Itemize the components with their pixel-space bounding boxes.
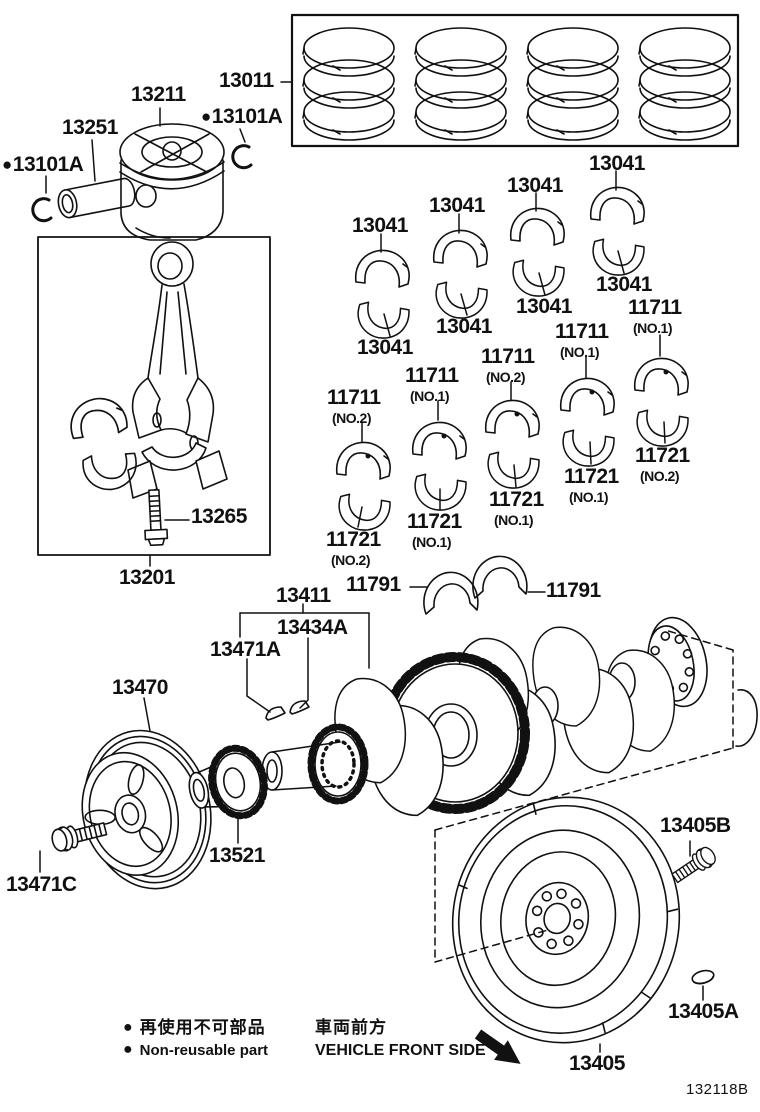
crankshaft-key-1 xyxy=(265,706,286,721)
part-label-13101A-left: ●13101A xyxy=(2,153,84,176)
piston-assembly xyxy=(119,123,225,241)
connecting-rod-box xyxy=(37,236,271,556)
crank-pulley xyxy=(81,729,212,890)
legend-non-reusable-en: ● Non-reusable part xyxy=(123,1041,269,1059)
rod-bolt xyxy=(144,488,169,547)
part-label-11721-no2-1: 11721(NO.2) xyxy=(326,528,381,568)
non-reusable-dot-icon: ● xyxy=(123,1018,133,1036)
non-reusable-dot-icon: ● xyxy=(2,155,12,174)
dashed-projection-lines xyxy=(434,629,734,963)
drawing-code: 132118B xyxy=(686,1081,749,1098)
part-label-13405A: 13405A xyxy=(668,1000,739,1023)
legend-vehicle-front-en: VEHICLE FRONT SIDE xyxy=(315,1042,486,1059)
part-label-13041-2: 13041 xyxy=(429,194,485,217)
part-label-11711-no1-1: 11711(NO.1) xyxy=(405,364,459,404)
part-label-11711-no1-3: 11711(NO.1) xyxy=(628,296,682,336)
non-reusable-dot-icon: ● xyxy=(123,1041,133,1058)
leader-lines xyxy=(39,81,704,1053)
part-label-13265: 13265 xyxy=(191,505,247,528)
part-label-11791-right: 11791 xyxy=(546,579,601,602)
part-label-13041-4: 13041 xyxy=(589,152,645,175)
part-label-13411: 13411 xyxy=(276,584,331,607)
crankshaft xyxy=(261,616,758,825)
snap-ring-left xyxy=(31,197,53,223)
part-label-13521: 13521 xyxy=(209,844,265,867)
flywheel-plug xyxy=(691,969,715,985)
main-bearings-upper xyxy=(356,187,645,339)
part-label-13434A: 13434A xyxy=(277,616,348,639)
part-label-11711-no2-2: 11711(NO.2) xyxy=(481,345,535,385)
piston-pin xyxy=(57,177,136,219)
legend-non-reusable-ja: ● 再使用不可部品 xyxy=(123,1018,266,1037)
part-label-13041-3: 13041 xyxy=(507,174,563,197)
non-reusable-dot-icon: ● xyxy=(201,107,211,126)
part-label-11721-no1-2: 11721(NO.1) xyxy=(489,488,544,528)
part-label-11721-no2-2: 11721(NO.2) xyxy=(635,444,690,484)
part-label-13405: 13405 xyxy=(569,1052,625,1075)
part-label-13041-1: 13041 xyxy=(352,214,408,237)
snap-ring-right xyxy=(231,144,253,170)
main-bearings-lower xyxy=(337,358,689,531)
part-label-13041-6: 13041 xyxy=(436,315,492,338)
part-label-13251: 13251 xyxy=(62,116,118,139)
vehicle-front-arrow xyxy=(474,1029,521,1064)
part-label-13041-7: 13041 xyxy=(516,295,572,318)
part-label-11721-no1-3: 11721(NO.1) xyxy=(564,465,619,505)
part-label-11711-no2-1: 11711(NO.2) xyxy=(327,386,381,426)
flywheel-bolt xyxy=(668,843,720,888)
part-label-11791-left: 11791 xyxy=(346,573,401,596)
thrust-washers xyxy=(423,555,528,615)
piston-ring-set-box xyxy=(290,13,740,148)
part-label-13201: 13201 xyxy=(119,566,175,589)
part-label-13101A-right: ●13101A xyxy=(201,105,283,128)
legend-vehicle-front-ja: 車両前方 xyxy=(315,1018,387,1037)
part-label-13011: 13011 xyxy=(219,69,274,92)
part-label-11721-no1-1: 11721(NO.1) xyxy=(407,510,462,550)
part-label-13405B: 13405B xyxy=(660,814,731,837)
part-label-13041-5: 13041 xyxy=(357,336,413,359)
part-label-13471A: 13471A xyxy=(210,638,281,661)
flywheel xyxy=(451,796,681,1044)
part-label-13470: 13470 xyxy=(112,676,168,699)
part-label-11711-no1-2: 11711(NO.1) xyxy=(555,320,609,360)
part-label-13471C: 13471C xyxy=(6,873,77,896)
part-label-13211: 13211 xyxy=(131,83,186,106)
part-label-13041-8: 13041 xyxy=(596,273,652,296)
crank-sprocket xyxy=(188,744,268,820)
